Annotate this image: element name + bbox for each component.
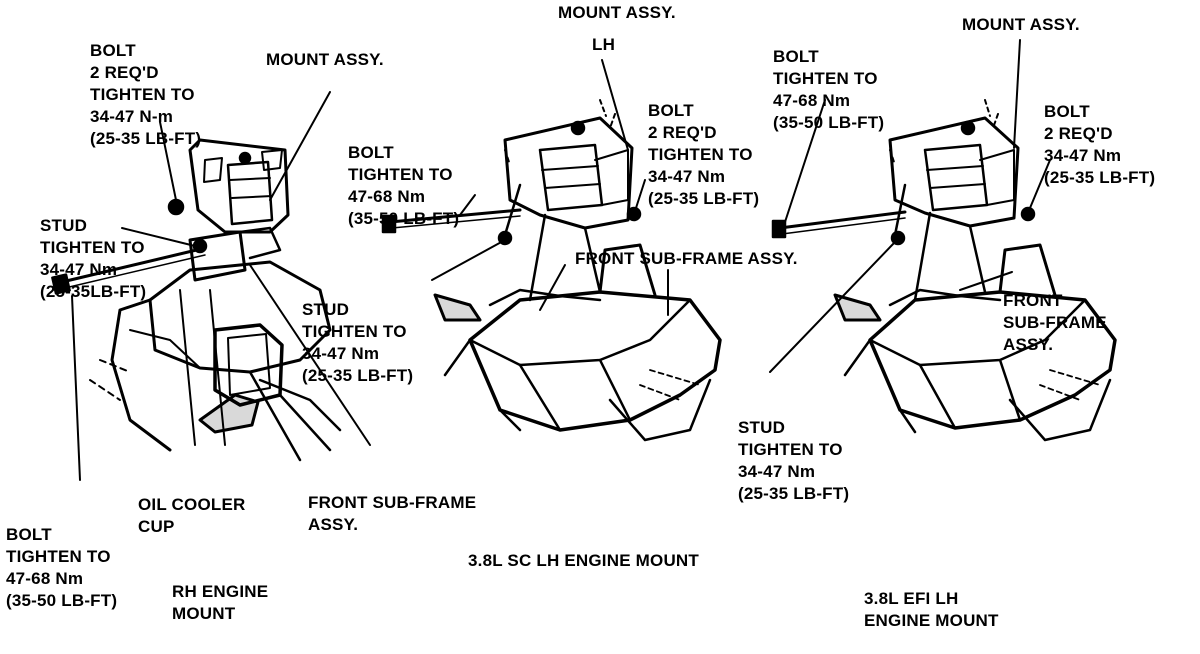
efi-mount-assy-label: MOUNT ASSY. bbox=[962, 15, 1080, 34]
sc-mount-drawing bbox=[381, 59, 722, 442]
sc-subframe-label: FRONT SUB-FRAME ASSY. bbox=[575, 249, 798, 268]
sc-mount-assy-label: MOUNT ASSY. bbox=[558, 3, 676, 22]
sc-lh-label: LH bbox=[592, 35, 616, 54]
mount-line-art bbox=[51, 39, 1117, 481]
rh-mount-assy-label: MOUNT ASSY. bbox=[266, 50, 384, 69]
rh-mount-drawing bbox=[51, 91, 371, 481]
efi-mount-drawing bbox=[769, 39, 1117, 442]
sc-caption: 3.8L SC LH ENGINE MOUNT bbox=[468, 551, 699, 570]
